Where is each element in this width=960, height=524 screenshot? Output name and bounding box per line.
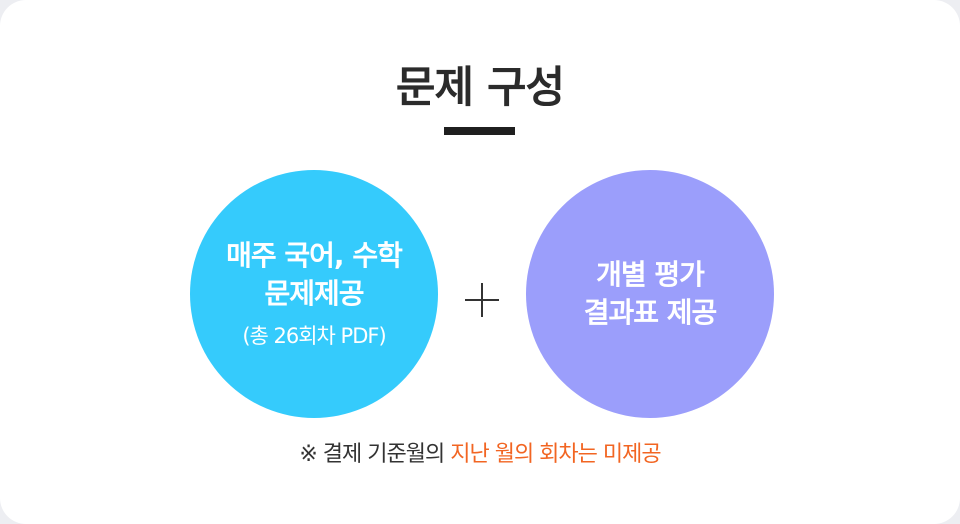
title-underline (444, 127, 515, 135)
notice-highlight: 지난 월의 회차는 미제공 (450, 442, 661, 467)
notice-prefix: ※ 결제 기준월의 (299, 442, 451, 467)
weekly-problems-line2: 문제제공 (264, 277, 364, 310)
section-title: 문제 구성 (395, 63, 565, 113)
notice-text: ※ 결제 기준월의 지난 월의 회차는 미제공 (0, 438, 960, 472)
weekly-problems-line1: 매주 국어, 수학 (226, 239, 403, 272)
plus-icon (465, 283, 499, 317)
report-line2: 결과표 제공 (583, 296, 718, 329)
report-line1: 개별 평가 (596, 258, 705, 291)
weekly-problems-circle: 매주 국어, 수학 문제제공 (총 26회차 PDF) (190, 170, 438, 418)
plus-icon-vertical (481, 283, 483, 317)
report-circle: 개별 평가 결과표 제공 (526, 170, 774, 418)
weekly-problems-sub: (총 26회차 PDF) (242, 324, 386, 348)
